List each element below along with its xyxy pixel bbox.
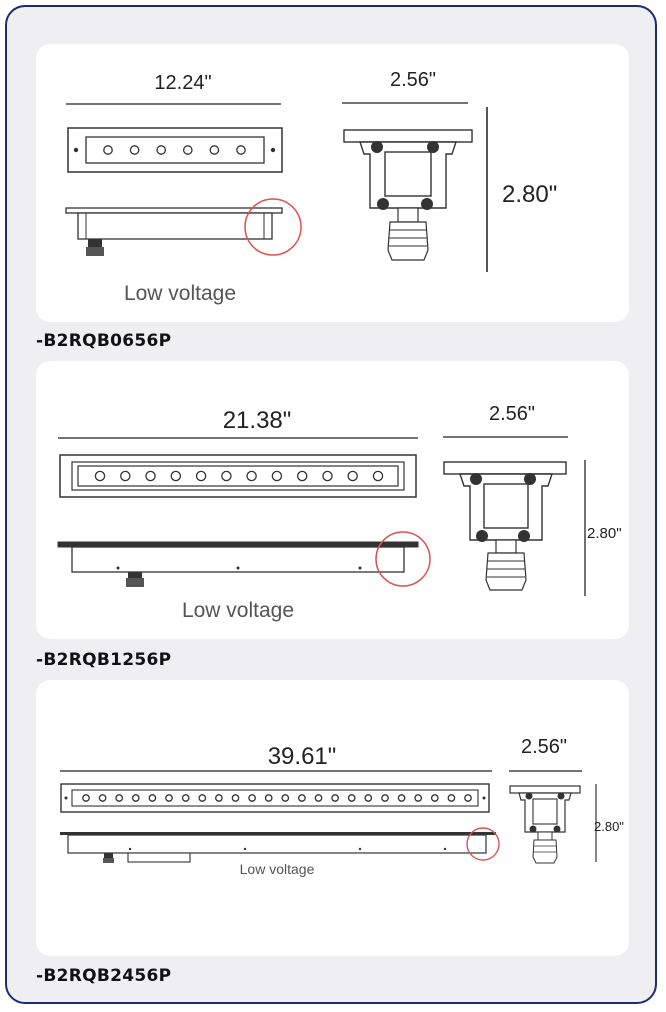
low-voltage-label-2: Low voltage (182, 599, 294, 622)
led-lens (296, 470, 308, 482)
model-label-3: -B2RQB2456P (36, 966, 172, 986)
led-lens (209, 145, 220, 155)
side-view-1 (65, 198, 302, 256)
top-view-3 (60, 783, 490, 813)
led-lens (182, 145, 193, 155)
end-view-1 (343, 129, 473, 261)
led-lens (120, 470, 131, 482)
highlight-circle-3 (466, 827, 500, 861)
led-lens (264, 794, 273, 802)
end-view-3 (509, 785, 581, 864)
length-dimension-1: 12.24" (154, 72, 211, 94)
led-lens (248, 794, 256, 802)
led-lens (246, 470, 257, 482)
height-dimension-1: 2.80" (502, 181, 557, 208)
led-lens (165, 794, 173, 802)
led-lens (331, 794, 339, 802)
led-lens (364, 794, 373, 802)
length-dimension-2: 21.38" (223, 407, 292, 434)
led-lens (156, 145, 167, 155)
led-row-1 (103, 145, 246, 155)
led-lens (131, 794, 140, 802)
led-lens (381, 794, 389, 802)
led-lens (82, 794, 90, 802)
highlight-circle-1 (244, 198, 302, 256)
length-dimension-3: 39.61" (268, 743, 337, 770)
led-lens (372, 470, 384, 482)
led-lens (447, 794, 456, 802)
height-dimension-2: 2.80" (587, 525, 622, 542)
product-2-drawing: 21.38" Low voltage 2.56" (57, 403, 622, 622)
top-view-1 (67, 127, 283, 173)
led-lens (148, 794, 157, 802)
product-3-drawing: 39.61" Low voltage 2.56" (60, 736, 624, 877)
led-lens (298, 794, 306, 802)
led-lens (281, 794, 290, 802)
led-lens (236, 145, 246, 155)
led-lens (103, 145, 113, 155)
led-lens (215, 794, 223, 802)
led-lens (94, 470, 106, 482)
model-label-1: -B2RQB0656P (36, 331, 172, 351)
led-lens (347, 470, 358, 482)
led-lens (221, 470, 232, 482)
width-dimension-3: 2.56" (521, 736, 567, 758)
led-row-3 (82, 794, 472, 802)
led-lens (170, 470, 182, 482)
product-panel-1 (36, 44, 629, 322)
led-lens (322, 470, 333, 482)
low-voltage-label-1: Low voltage (124, 282, 236, 305)
led-row-2 (94, 470, 384, 482)
led-lens (181, 794, 190, 802)
led-lens (430, 794, 439, 802)
led-lens (271, 470, 283, 482)
product-1-drawing: 12.24" Low voltage 2.56" (65, 69, 557, 305)
end-view-2 (443, 461, 567, 591)
led-lens (145, 470, 156, 482)
highlight-circle-2 (375, 531, 431, 587)
height-dimension-3: 2.80" (594, 819, 624, 834)
led-lens (231, 794, 240, 802)
led-lens (314, 794, 323, 802)
top-view-2 (59, 454, 417, 498)
model-label-2: -B2RQB1256P (36, 650, 172, 670)
led-lens (397, 794, 406, 802)
side-view-3 (60, 827, 500, 863)
low-voltage-label-3: Low voltage (240, 861, 315, 877)
led-lens (115, 794, 124, 802)
side-view-2 (57, 531, 431, 587)
width-dimension-2: 2.56" (489, 403, 535, 425)
led-lens (98, 794, 107, 802)
led-lens (464, 794, 472, 802)
led-lens (347, 794, 356, 802)
width-dimension-1: 2.56" (390, 69, 436, 91)
led-lens (414, 794, 423, 802)
led-lens (195, 470, 207, 482)
led-lens (198, 794, 207, 802)
led-lens (129, 145, 140, 155)
